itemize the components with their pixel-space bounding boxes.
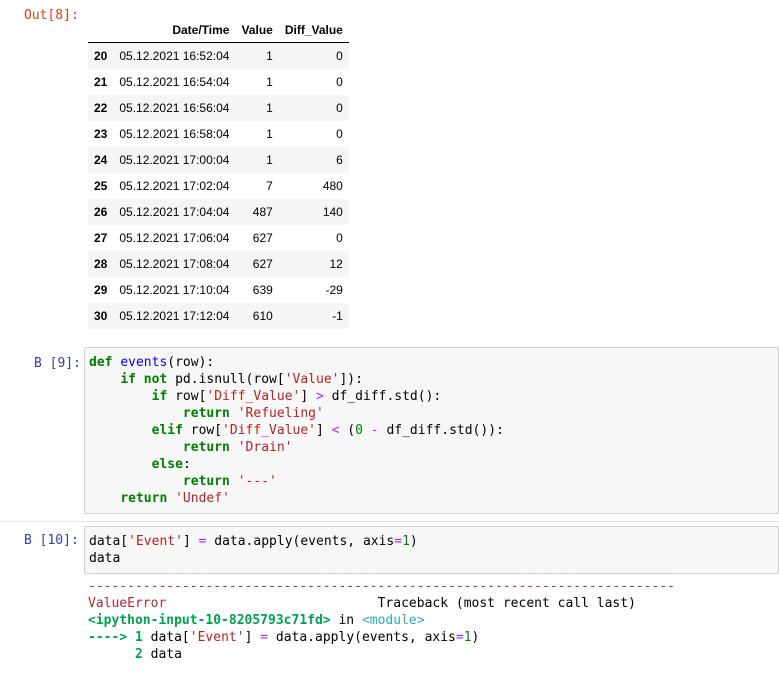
cell-datetime: 05.12.2021 16:56:04 — [119, 101, 230, 115]
cell-diff-value: 12 — [329, 257, 343, 271]
cell-diff-value: -29 — [325, 283, 343, 297]
cell-value: 487 — [252, 205, 273, 219]
cell-value: 1 — [266, 101, 273, 115]
row-index: 23 — [94, 127, 108, 141]
code-cell-10[interactable]: data['Event'] = data.apply(events, axis=… — [84, 526, 779, 574]
column-header-diff-value: Diff_Value — [278, 18, 349, 43]
code-line: else: — [151, 457, 191, 472]
cell-diff-value: 0 — [336, 75, 343, 89]
traceback-label: Traceback (most recent call last) — [377, 596, 636, 611]
cell-diff-value: 0 — [336, 49, 343, 63]
table-row: 23 05.12.2021 16:58:04 1 0 — [88, 121, 349, 147]
row-index: 21 — [94, 75, 108, 89]
error-location: <ipython-input-10-8205793c71fd> in <modu… — [88, 613, 425, 628]
row-index: 27 — [94, 231, 108, 245]
table-row: 21 05.12.2021 16:54:04 1 0 — [88, 69, 349, 95]
row-index: 25 — [94, 179, 108, 193]
row-index: 24 — [94, 153, 108, 167]
table-row: 24 05.12.2021 17:00:04 1 6 — [88, 147, 349, 173]
row-index: 20 — [94, 49, 108, 63]
cell-value: 627 — [252, 231, 273, 245]
column-header-datetime: Date/Time — [113, 18, 236, 43]
row-index: 22 — [94, 101, 108, 115]
table-row: 22 05.12.2021 16:56:04 1 0 — [88, 95, 349, 121]
code-line: return 'Undef' — [120, 491, 230, 506]
cell-datetime: 05.12.2021 17:04:04 — [119, 205, 230, 219]
module-name: <module> — [361, 613, 425, 628]
code-line: return '---' — [182, 474, 277, 489]
cell-datetime: 05.12.2021 17:12:04 — [119, 309, 230, 323]
table-row: 26 05.12.2021 17:04:04 487 140 — [88, 199, 349, 225]
cell-diff-value: 140 — [322, 205, 343, 219]
table-row: 28 05.12.2021 17:08:04 627 12 — [88, 251, 349, 277]
cell-divider — [0, 521, 779, 522]
code-line: if row['Diff_Value'] > df_diff.std(): — [151, 389, 442, 404]
table-row: 20 05.12.2021 16:52:04 1 0 — [88, 42, 349, 69]
cell-value: 610 — [252, 309, 273, 323]
code-line: return 'Refueling' — [182, 406, 324, 421]
input-prompt-9: В [9]: — [34, 356, 81, 371]
error-header: ValueError Traceback (most recent call l… — [88, 595, 675, 612]
error-name: ValueError — [88, 596, 167, 611]
cell-datetime: 05.12.2021 16:58:04 — [119, 127, 230, 141]
cell-diff-value: -1 — [332, 309, 343, 323]
row-index: 29 — [94, 283, 108, 297]
cell-value: 639 — [252, 283, 273, 297]
index-header — [88, 18, 114, 43]
cell-datetime: 05.12.2021 17:00:04 — [119, 153, 230, 167]
cell-datetime: 05.12.2021 17:06:04 — [119, 231, 230, 245]
row-index: 28 — [94, 257, 108, 271]
row-index: 26 — [94, 205, 108, 219]
cell-diff-value: 0 — [336, 101, 343, 115]
table-row: 27 05.12.2021 17:06:04 627 0 — [88, 225, 349, 251]
cell-datetime: 05.12.2021 17:10:04 — [119, 283, 230, 297]
cell-diff-value: 480 — [322, 179, 343, 193]
cell-diff-value: 6 — [336, 153, 343, 167]
table-header-row: Date/Time Value Diff_Value — [88, 18, 349, 43]
cell-value: 1 — [266, 127, 273, 141]
code-line: if not pd.isnull(row['Value']): — [120, 372, 363, 387]
table-row: 25 05.12.2021 17:02:04 7 480 — [88, 173, 349, 199]
error-separator: ----------------------------------------… — [88, 579, 675, 594]
code-line: data['Event'] = data.apply(events, axis=… — [89, 534, 418, 549]
cell-value: 7 — [266, 179, 273, 193]
code-line: elif row['Diff_Value'] < (0 - df_diff.st… — [151, 423, 504, 438]
cell-datetime: 05.12.2021 16:54:04 — [119, 75, 230, 89]
error-output: ----------------------------------------… — [88, 578, 675, 663]
input-prompt-10: В [10]: — [24, 533, 79, 548]
cell-datetime: 05.12.2021 17:08:04 — [119, 257, 230, 271]
column-header-value: Value — [235, 18, 279, 43]
table-row: 29 05.12.2021 17:10:04 639 -29 — [88, 277, 349, 303]
output-prompt: Out[8]: — [24, 8, 79, 23]
cell-diff-value: 0 — [336, 127, 343, 141]
error-line-2: 2 data — [134, 647, 182, 662]
cell-diff-value: 0 — [336, 231, 343, 245]
row-index: 30 — [94, 309, 108, 323]
cell-value: 627 — [252, 257, 273, 271]
cell-value: 1 — [266, 49, 273, 63]
code-cell-9[interactable]: def events(row): if not pd.isnull(row['V… — [84, 347, 779, 514]
code-line: return 'Drain' — [182, 440, 293, 455]
table-row: 30 05.12.2021 17:12:04 610 -1 — [88, 303, 349, 329]
code-line: def events(row): — [89, 355, 215, 370]
code-line: data — [89, 551, 121, 566]
cell-datetime: 05.12.2021 16:52:04 — [119, 49, 230, 63]
error-line-1: ----> 1 data['Event'] = data.apply(event… — [88, 630, 480, 645]
dataframe-table: Date/Time Value Diff_Value 20 05.12.2021 … — [88, 18, 349, 329]
cell-value: 1 — [266, 75, 273, 89]
cell-value: 1 — [266, 153, 273, 167]
cell-datetime: 05.12.2021 17:02:04 — [119, 179, 230, 193]
input-file-name: <ipython-input-10-8205793c71fd> — [88, 613, 331, 628]
